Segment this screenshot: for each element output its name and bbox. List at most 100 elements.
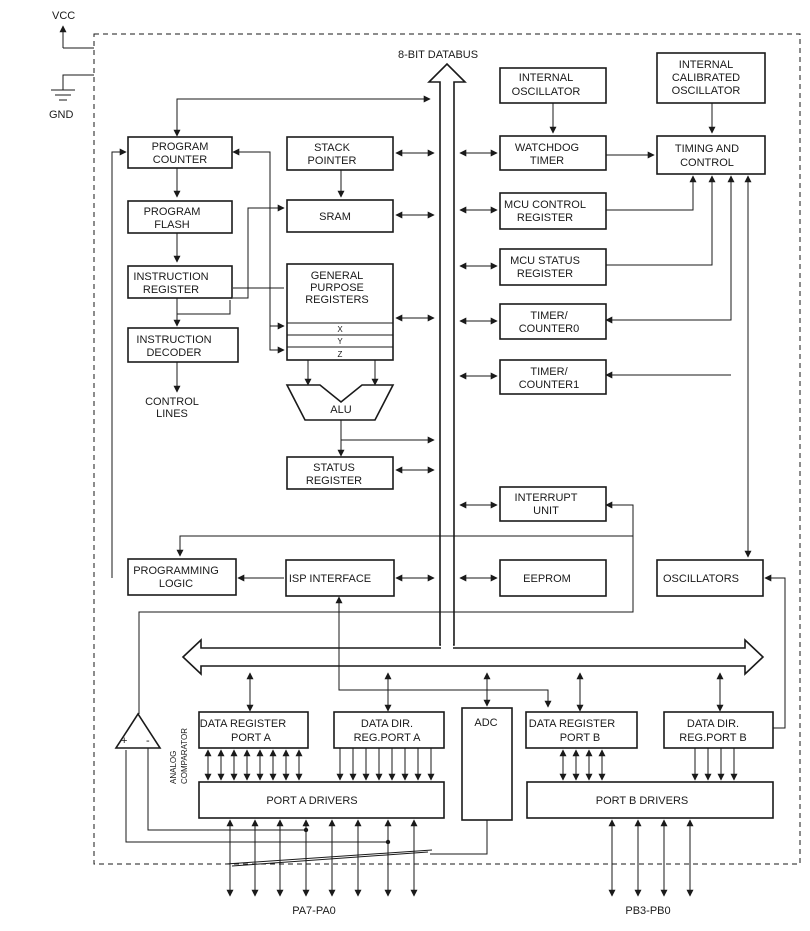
timing-and-control-label-1: TIMING AND bbox=[675, 143, 739, 155]
gpr-row-z: Z bbox=[338, 350, 343, 359]
oscillators-label: OSCILLATORS bbox=[663, 573, 739, 585]
status-register-block: STATUS REGISTER bbox=[286, 456, 394, 490]
sram-block: SRAM bbox=[286, 199, 394, 233]
instruction-register-block: INSTRUCTION REGISTER bbox=[127, 265, 233, 299]
watchdog-timer-block: WATCHDOG TIMER bbox=[499, 135, 607, 171]
gpr-row-y: Y bbox=[337, 337, 343, 346]
gpr-label-2: PURPOSE bbox=[310, 282, 364, 294]
gpr-label-1: GENERAL bbox=[311, 270, 364, 282]
mcu-status-register-block: MCU STATUS REGISTER bbox=[499, 248, 607, 286]
port-a-drivers-block: PORT A DRIVERS bbox=[198, 781, 445, 819]
sram-label: SRAM bbox=[319, 211, 351, 223]
port-a-drivers-label: PORT A DRIVERS bbox=[266, 795, 357, 807]
comparator-plus: + bbox=[121, 735, 127, 747]
interrupt-unit-block: INTERRUPT UNIT bbox=[499, 486, 607, 522]
eeprom-block: EEPROM bbox=[499, 559, 607, 597]
port-a-pin-lines bbox=[225, 819, 433, 897]
timer-counter0-label-2: COUNTER0 bbox=[519, 323, 580, 335]
connection-wires bbox=[111, 95, 786, 897]
gpr-label-3: REGISTERS bbox=[305, 294, 369, 306]
data-register-port-a-label-2: PORT A bbox=[231, 732, 272, 744]
analog-comparator-label-2: COMPARATOR bbox=[180, 728, 189, 784]
eeprom-label: EEPROM bbox=[523, 573, 571, 585]
adc-block: ADC bbox=[461, 707, 513, 821]
data-dir-reg-port-a-label-1: DATA DIR. bbox=[361, 718, 413, 730]
data-register-port-b-label-2: PORT B bbox=[560, 732, 601, 744]
data-dir-reg-port-b-block: DATA DIR. REG.PORT B bbox=[663, 711, 774, 749]
instruction-register-label-2: REGISTER bbox=[143, 284, 199, 296]
programming-logic-label-1: PROGRAMMING bbox=[133, 565, 219, 577]
stack-pointer-block: STACK POINTER bbox=[286, 136, 394, 171]
gnd-label: GND bbox=[49, 109, 74, 121]
mcu-status-register-label-1: MCU STATUS bbox=[510, 255, 580, 267]
program-flash-block: PROGRAM FLASH bbox=[127, 200, 233, 234]
data-register-port-b-label-1: DATA REGISTER bbox=[529, 718, 615, 730]
programming-logic-label-2: LOGIC bbox=[159, 578, 193, 590]
vcc-label: VCC bbox=[52, 10, 75, 22]
instruction-decoder-label-1: INSTRUCTION bbox=[136, 334, 211, 346]
program-counter-block: PROGRAM COUNTER bbox=[127, 136, 233, 169]
data-dir-reg-port-b-label-2: REG.PORT B bbox=[679, 732, 746, 744]
port-b-pin-lines bbox=[608, 819, 694, 897]
internal-oscillator-label-1: INTERNAL bbox=[519, 72, 573, 84]
isp-interface-label: ISP INTERFACE bbox=[289, 573, 371, 585]
power-connections: VCC GND bbox=[49, 10, 94, 121]
port-a-pins-label: PA7-PA0 bbox=[292, 905, 336, 917]
gpr-row-x: X bbox=[337, 325, 343, 334]
programming-logic-block: PROGRAMMING LOGIC bbox=[127, 558, 237, 596]
mcu-status-register-label-2: REGISTER bbox=[517, 268, 573, 280]
status-register-label-2: REGISTER bbox=[306, 475, 362, 487]
timer-counter0-label-1: TIMER/ bbox=[530, 310, 568, 322]
instruction-decoder-block: INSTRUCTION DECODER bbox=[127, 327, 239, 363]
oscillators-block: OSCILLATORS bbox=[656, 559, 764, 597]
interrupt-unit-label-1: INTERRUPT bbox=[515, 492, 578, 504]
port-b-pins-label: PB3-PB0 bbox=[625, 905, 670, 917]
data-dir-reg-port-b-label-1: DATA DIR. bbox=[687, 718, 739, 730]
adc-label: ADC bbox=[474, 717, 497, 729]
control-lines-label-2: LINES bbox=[156, 408, 188, 420]
interrupt-unit-label-2: UNIT bbox=[533, 505, 559, 517]
port-b-drivers-label: PORT B DRIVERS bbox=[596, 795, 689, 807]
internal-oscillator-label-2: OSCILLATOR bbox=[512, 86, 581, 98]
alu-label: ALU bbox=[330, 404, 351, 416]
internal-oscillator-block: INTERNAL OSCILLATOR bbox=[499, 67, 607, 104]
timing-and-control-block: TIMING AND CONTROL bbox=[656, 135, 766, 175]
internal-calibrated-oscillator-label-2: CALIBRATED bbox=[672, 72, 740, 84]
port-a-register-links bbox=[204, 748, 435, 781]
control-lines-label-1: CONTROL bbox=[145, 396, 199, 408]
stack-pointer-label-1: STACK bbox=[314, 142, 351, 154]
analog-comparator-label-1: ANALOG bbox=[169, 751, 178, 784]
timer-counter1-block: TIMER/ COUNTER1 bbox=[499, 359, 607, 395]
data-register-port-a-label-1: DATA REGISTER bbox=[200, 718, 286, 730]
timer-counter0-block: TIMER/ COUNTER0 bbox=[499, 303, 607, 340]
internal-calibrated-oscillator-label-3: OSCILLATOR bbox=[672, 85, 741, 97]
program-counter-label-2: COUNTER bbox=[153, 154, 207, 166]
program-flash-label-2: FLASH bbox=[154, 219, 190, 231]
mcu-control-register-block: MCU CONTROL REGISTER bbox=[499, 192, 607, 230]
mcu-control-register-label-1: MCU CONTROL bbox=[504, 199, 586, 211]
watchdog-timer-label-2: TIMER bbox=[530, 155, 564, 167]
port-b-drivers-block: PORT B DRIVERS bbox=[526, 781, 774, 819]
status-register-label-1: STATUS bbox=[313, 462, 355, 474]
data-register-port-a-block: DATA REGISTER PORT A bbox=[198, 711, 309, 749]
internal-calibrated-oscillator-block: INTERNAL CALIBRATED OSCILLATOR bbox=[656, 52, 766, 104]
chip-outline bbox=[93, 33, 801, 865]
timing-and-control-label-2: CONTROL bbox=[680, 157, 734, 169]
watchdog-timer-label-1: WATCHDOG bbox=[515, 142, 579, 154]
timer-counter1-label-2: COUNTER1 bbox=[519, 379, 580, 391]
instruction-decoder-label-2: DECODER bbox=[146, 347, 201, 359]
port-b-register-links bbox=[559, 748, 738, 781]
mcu-control-register-label-2: REGISTER bbox=[517, 212, 573, 224]
isp-interface-block: ISP INTERFACE bbox=[285, 559, 395, 597]
data-dir-reg-port-a-label-2: REG.PORT A bbox=[354, 732, 422, 744]
analog-comparator: + - ANALOG COMPARATOR bbox=[114, 712, 189, 784]
internal-calibrated-oscillator-label-1: INTERNAL bbox=[679, 59, 733, 71]
timer-counter1-label-1: TIMER/ bbox=[530, 366, 568, 378]
data-register-port-b-block: DATA REGISTER PORT B bbox=[525, 711, 638, 749]
program-flash-label-1: PROGRAM bbox=[144, 206, 201, 218]
comparator-minus: - bbox=[146, 735, 150, 747]
data-dir-reg-port-a-block: DATA DIR. REG.PORT A bbox=[333, 711, 445, 749]
control-lines: CONTROL LINES bbox=[145, 396, 199, 420]
stack-pointer-label-2: POINTER bbox=[308, 155, 357, 167]
